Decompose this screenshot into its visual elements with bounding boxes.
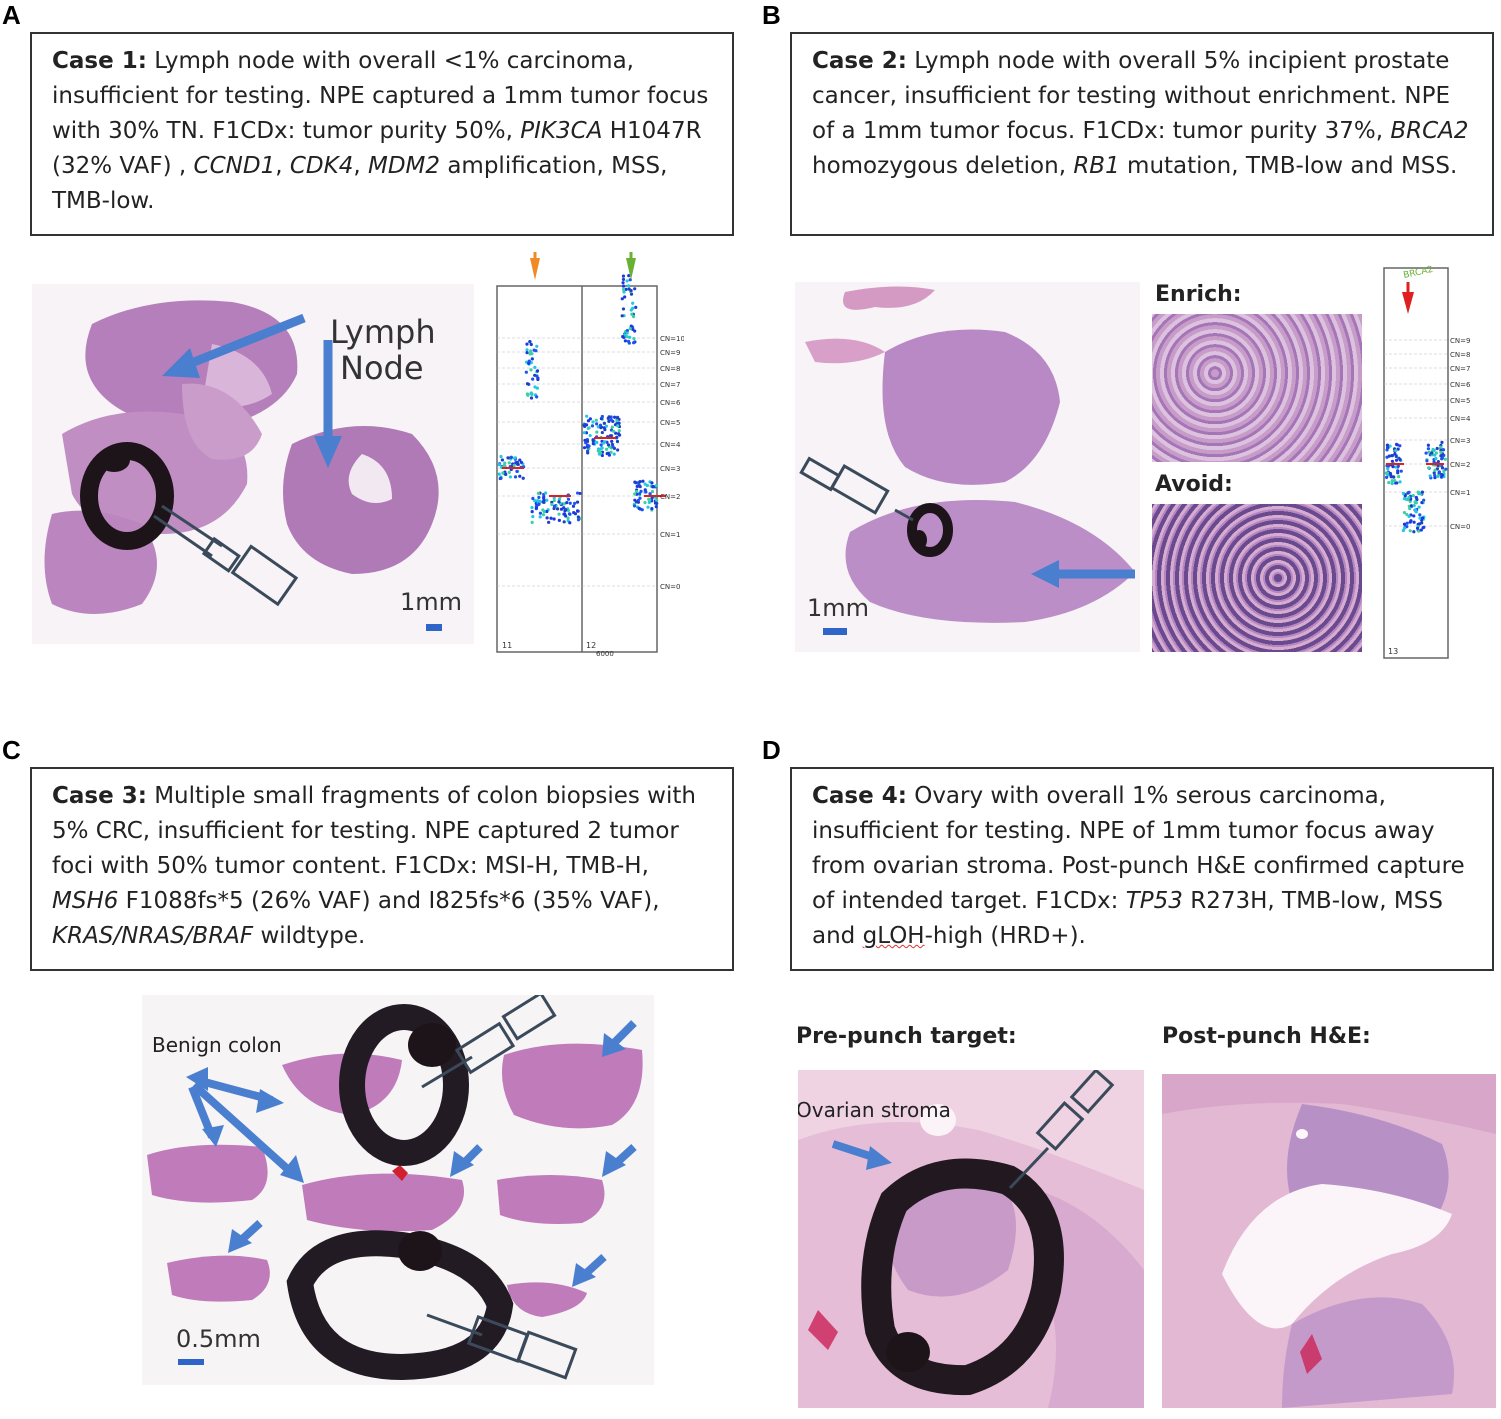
case-3-text-2: F1088fs*5 (26% VAF) and I825fs*6 (35% VA… <box>118 888 660 914</box>
case-1-text-2: H1047R (32% VAF) , <box>52 118 702 179</box>
enrich-label: Enrich: <box>1155 282 1242 307</box>
enrich-histology-image <box>1152 314 1362 462</box>
lymph-node-histology-graphic <box>44 300 442 631</box>
cn-tick-a: CN=4 <box>660 441 681 449</box>
cn-tick-a: CN=6 <box>660 399 681 407</box>
cn-tick-a: CN=0 <box>660 583 680 591</box>
scale-label-b: 1mm <box>807 594 870 622</box>
colon-biopsy-histology-graphic <box>147 995 643 1381</box>
pre-punch-label: Pre-punch target: <box>796 1024 1017 1049</box>
scale-label-a: 1mm <box>400 588 463 616</box>
cn-tick-b: CN=4 <box>1450 415 1471 423</box>
gloh-term: gLOH <box>862 923 925 949</box>
case-3-text-1: Multiple small fragments of colon biopsi… <box>52 783 696 879</box>
lymph-label-line-1: Lymph <box>330 313 436 351</box>
case-2-title: Case 2: <box>812 48 907 74</box>
case-3-title: Case 3: <box>52 783 147 809</box>
lymph-label-line-2: Node <box>340 349 424 387</box>
copy-number-plot-a-graphic: CN=0 CN=1 CN=2 CN=3 CN=4 CN=5 CN=6 CN=7 CN=8 CN=9… <box>496 252 684 658</box>
cn-tick-b: CN=2 <box>1450 461 1470 469</box>
gene-pik3ca: PIK3CA <box>520 118 603 144</box>
cn-tick-b: CN=5 <box>1450 397 1470 405</box>
chrom-label-13: 13 <box>1388 647 1398 656</box>
gene-kras-nras-braf: KRAS/NRAS/BRAF <box>52 923 254 949</box>
ovarian-stroma-label: Ovarian stroma <box>798 1098 951 1122</box>
post-punch-label: Post-punch H&E: <box>1162 1024 1371 1049</box>
axis-value-6000: 6000 <box>596 650 614 658</box>
case-1-text-1: Lymph node with overall <1% carcinoma, i… <box>52 48 709 144</box>
colon-biopsy-histology-image: Benign colon 0.5mm <box>142 995 654 1385</box>
cn-tick-a: CN=7 <box>660 381 680 389</box>
case-1-description: Case 1: Lymph node with overall <1% carc… <box>30 32 734 236</box>
panel-label-a: A <box>2 0 21 30</box>
panel-label-c: C <box>2 735 21 765</box>
case-3-description: Case 3: Multiple small fragments of colo… <box>30 767 734 971</box>
cn-tick-b: CN=9 <box>1450 337 1470 345</box>
post-punch-histology-graphic <box>1162 1074 1496 1408</box>
cn-tick-b: CN=1 <box>1450 489 1470 497</box>
panel-label-d: D <box>762 735 781 765</box>
case-1-text-3: amplification, MSS, TMB-low. <box>52 153 668 214</box>
panel-label-b: B <box>762 0 781 30</box>
lymph-node-label: Lymph Node <box>330 314 436 386</box>
cn-tick-a: CN=9 <box>660 349 680 357</box>
pre-punch-histology-image: Ovarian stroma <box>798 1070 1144 1408</box>
pre-punch-histology-graphic <box>798 1070 1144 1408</box>
case-4-text-1: Ovary with overall 1% serous carcinoma, … <box>812 783 1465 914</box>
cn-tick-b: CN=6 <box>1450 381 1471 389</box>
gene-cdk4: CDK4 <box>289 153 354 179</box>
scale-label-c: 0.5mm <box>176 1325 261 1353</box>
copy-number-plot-a: CN=0 CN=1 CN=2 CN=3 CN=4 CN=5 CN=6 CN=7 CN=8 CN=9… <box>494 250 684 658</box>
benign-colon-label: Benign colon <box>152 1033 282 1057</box>
avoid-label: Avoid: <box>1155 472 1233 497</box>
case-2-text-2: homozygous deletion, <box>812 153 1074 179</box>
prostate-node-histology-graphic <box>799 286 1135 635</box>
chrom-label-11: 11 <box>502 641 512 650</box>
gene-rb1: RB1 <box>1073 153 1120 179</box>
case-1-title: Case 1: <box>52 48 147 74</box>
sep: , <box>275 153 290 179</box>
avoid-histology-image <box>1152 504 1362 652</box>
cn-tick-a: CN=2 <box>660 493 680 501</box>
cn-tick-a: CN=1 <box>660 531 680 539</box>
cn-tick-b: CN=3 <box>1450 437 1470 445</box>
cn-tick-a: CN=8 <box>660 365 680 373</box>
case-3-text-3: wildtype. <box>253 923 366 949</box>
copy-number-plot-b-graphic: BRCA2 CN=0CN=1CN=2CN=3CN=4CN=5CN=6CN=7CN… <box>1383 265 1471 659</box>
gene-msh6: MSH6 <box>52 888 119 914</box>
gene-ccnd1: CCND1 <box>193 153 276 179</box>
case-4-title: Case 4: <box>812 783 907 809</box>
cn-tick-a: CN=3 <box>660 465 680 473</box>
case-4-text-3: -high (HRD+). <box>924 923 1086 949</box>
case-4-text-2: R273H, TMB-low, MSS and <box>812 888 1443 949</box>
case-4-description: Case 4: Ovary with overall 1% serous car… <box>790 767 1494 971</box>
gene-brca2: BRCA2 <box>1390 118 1469 144</box>
lymph-node-histology-image: Lymph Node 1mm <box>32 284 474 644</box>
post-punch-histology-image <box>1162 1074 1496 1408</box>
case-2-text-3: mutation, TMB-low and MSS. <box>1119 153 1458 179</box>
chrom-label-12: 12 <box>586 641 596 650</box>
cn-tick-a: CN=10 <box>660 335 684 343</box>
gene-mdm2: MDM2 <box>367 153 441 179</box>
cn-tick-b: CN=8 <box>1450 351 1470 359</box>
prostate-lymph-node-histology-image: 1mm <box>795 282 1140 652</box>
cn-tick-a: CN=5 <box>660 419 680 427</box>
gene-tp53: TP53 <box>1125 888 1183 914</box>
cn-tick-b: CN=7 <box>1450 365 1470 373</box>
sep: , <box>353 153 368 179</box>
case-2-description: Case 2: Lymph node with overall 5% incip… <box>790 32 1494 236</box>
case-2-text-1: Lymph node with overall 5% incipient pro… <box>812 48 1450 144</box>
cn-tick-b: CN=0 <box>1450 523 1470 531</box>
